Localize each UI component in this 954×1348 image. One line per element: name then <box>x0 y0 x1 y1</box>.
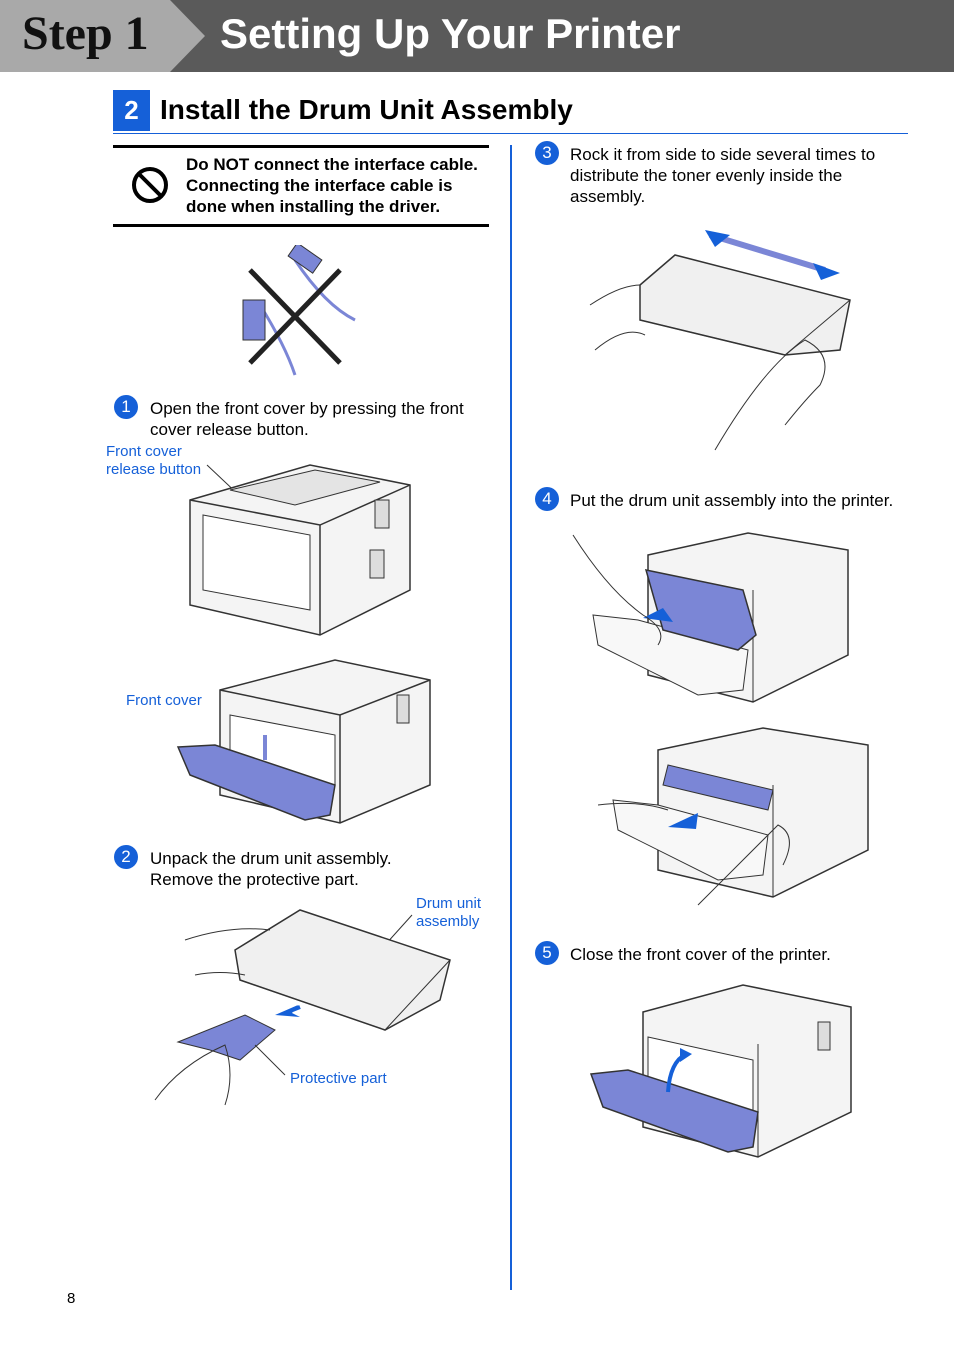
warning-text: Do NOT connect the interface cable. Conn… <box>186 155 478 216</box>
step-5-text: Close the front cover of the printer. <box>570 945 831 964</box>
step-4-bullet: 4 <box>535 487 559 511</box>
protective-part-label: Protective part <box>290 1070 387 1087</box>
section-divider <box>113 133 908 134</box>
front-cover-label: Front cover <box>126 692 202 709</box>
warning-box <box>113 145 489 227</box>
step-4-text: Put the drum unit assembly into the prin… <box>570 491 894 510</box>
step-tab <box>0 0 205 72</box>
drum-rocking-illustration <box>589 230 851 451</box>
drum-insert-illustration-2 <box>598 727 869 906</box>
printer-closed-illustration <box>189 464 411 636</box>
drum-unpack-illustration <box>154 909 451 1106</box>
front-cover-release-label: Front cover release button <box>106 443 202 478</box>
section-number: 2 <box>113 90 150 131</box>
step-3-bullet: 3 <box>535 141 559 165</box>
step-2-text: Unpack the drum unit assembly. Remove th… <box>150 849 392 889</box>
section-title: Install the Drum Unit Assembly <box>160 94 573 125</box>
page-number: 8 <box>67 1290 76 1307</box>
no-entry-icon <box>132 167 168 203</box>
header-banner: Step 1 Setting Up Your Printer <box>0 0 954 72</box>
step-1-text: Open the front cover by pressing the fro… <box>150 399 464 439</box>
crossed-cable-illustration <box>242 245 356 376</box>
column-divider <box>510 145 512 1290</box>
step-3-text: Rock it from side to side several times … <box>570 145 876 206</box>
step-1-bullet: 1 <box>114 395 138 419</box>
step-5-bullet: 5 <box>535 941 559 965</box>
drum-insert-illustration-1 <box>572 532 849 703</box>
step-2-bullet: 2 <box>114 845 138 869</box>
drum-unit-label: Drum unit assembly <box>416 895 482 930</box>
page-title: Setting Up Your Printer <box>220 10 681 57</box>
step-label: Step 1 <box>22 7 149 60</box>
printer-open-illustration <box>176 659 431 824</box>
printer-close-cover-illustration <box>589 984 852 1158</box>
